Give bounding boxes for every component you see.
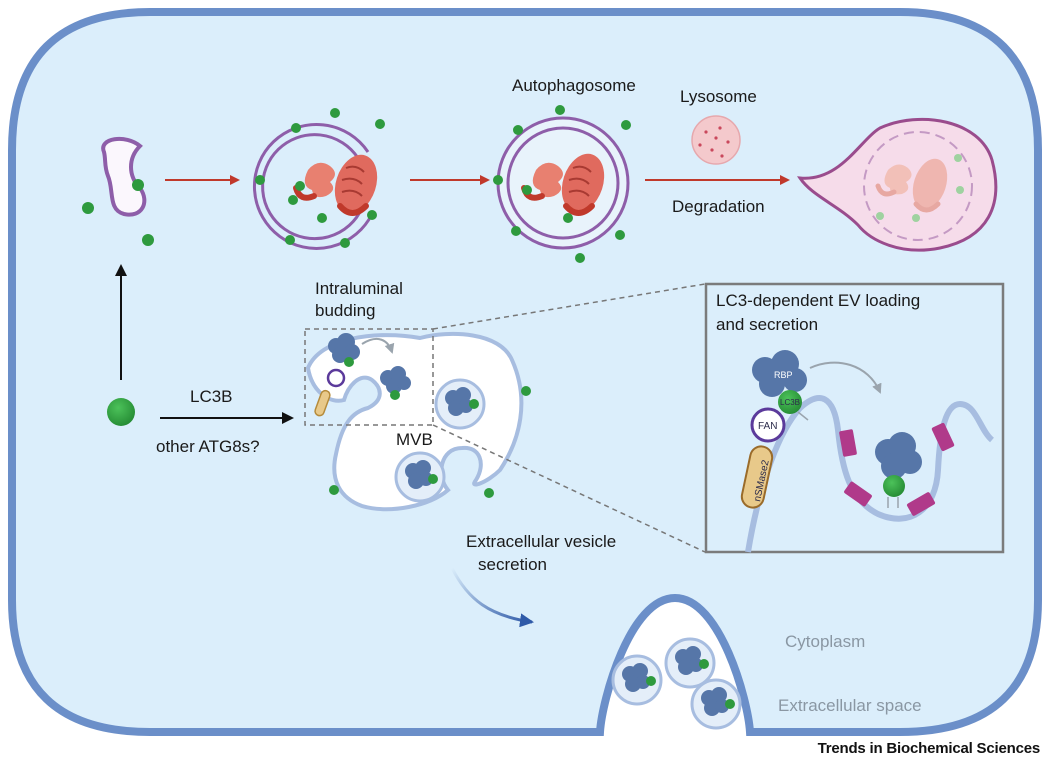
autolysosome (796, 117, 998, 252)
zoom-box (304, 328, 434, 426)
inset-label-fan: FAN (758, 421, 777, 432)
inset-title-line2: and secretion (716, 315, 818, 334)
ev-secreted-1 (611, 654, 663, 706)
cargo-protein-aggregate-1 (293, 162, 335, 201)
label-cytoplasm: Cytoplasm (785, 632, 865, 651)
label-ev-secretion-line1: Extracellular vesicle (466, 532, 616, 551)
cargo-mito-1 (334, 154, 378, 216)
rbp-cluster-membrane (314, 333, 360, 417)
lc3-dots-mvb (329, 386, 531, 498)
expanding-phagophore (253, 123, 374, 250)
arrow-ev-secretion (450, 567, 534, 628)
ev-secreted-2 (690, 678, 742, 730)
label-lysosome: Lysosome (680, 87, 757, 106)
label-lc3b: LC3B (190, 387, 233, 406)
label-intraluminal-line2: budding (315, 301, 376, 320)
budding-cargo (380, 366, 411, 400)
inset-label-lc3b: LC3B (780, 398, 800, 407)
label-mvb: MVB (396, 430, 433, 449)
ev-budding (664, 637, 716, 689)
label-other-atg8s: other ATG8s? (156, 437, 260, 456)
label-degradation: Degradation (672, 197, 765, 216)
inset-panel (704, 282, 1005, 554)
intraluminal-vesicle-1 (434, 378, 486, 430)
intraluminal-vesicle-2 (394, 451, 446, 503)
lysosome (691, 115, 741, 165)
label-intraluminal-line1: Intraluminal (315, 279, 403, 298)
phagophore (101, 136, 147, 217)
lc3-dots-phagophore (82, 179, 154, 246)
lc3-dots-expanding (255, 108, 385, 248)
label-extracellular-space: Extracellular space (778, 696, 922, 715)
label-autophagosome: Autophagosome (512, 76, 636, 95)
arrow-budding-grey (361, 337, 395, 354)
lc3-dots-autophagosome (493, 105, 631, 263)
lc3b-free-dot (107, 398, 135, 426)
journal-brand: Trends in Biochemical Sciences (817, 740, 1041, 757)
label-ev-secretion-line2: secretion (478, 555, 547, 574)
inset-title-line1: LC3-dependent EV loading (716, 291, 920, 310)
zoom-connector-top (432, 283, 706, 330)
inset-label-rbp: RBP (774, 370, 793, 380)
